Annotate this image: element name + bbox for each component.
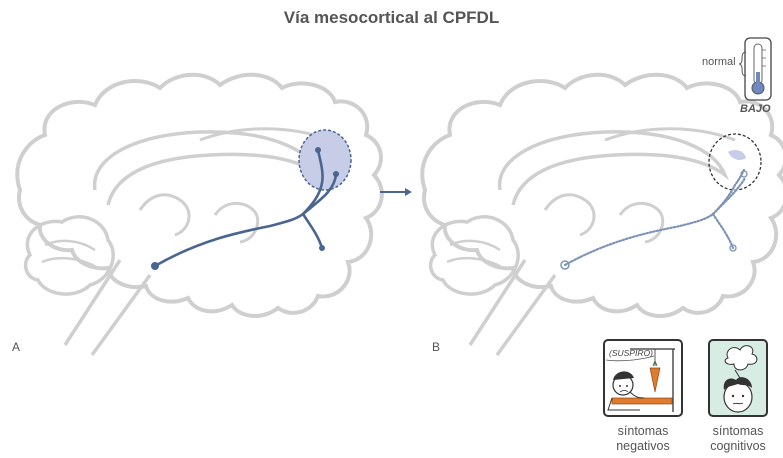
panel-b-label: B [432,340,441,354]
thermometer-level-label: BAJO [740,103,771,115]
confused-thought-icon [724,345,758,371]
terminal-a2 [333,171,339,177]
negative-symptoms-line2: negativos [616,439,670,453]
carrot-icon [649,367,661,393]
terminal-a3 [319,245,325,251]
terminal-b2 [729,244,737,252]
cognitive-symptoms-caption: síntomas cognitivos [700,424,776,454]
mesocortical-pathway-b [563,168,747,267]
thermometer-icon [738,37,772,101]
negative-symptoms-caption: síntomas negativos [604,424,682,454]
dlpfc-residual-b [728,150,746,160]
cognitive-symptoms-line2: cognitivos [710,439,766,453]
panel-a-label: A [12,340,21,354]
cognitive-symptoms-line1: síntomas [712,424,764,438]
brain-outline-a [15,72,384,357]
suspiro-bubble: (SUSPIRO) [609,348,653,358]
terminal-a1 [315,147,321,153]
mesocortical-pathway-a [153,148,338,268]
cognitive-symptoms-card [708,339,768,417]
vta-cell-b [560,260,570,270]
negative-symptoms-card: (SUSPIRO) [603,339,683,417]
diagram-title: Vía mesocortical al CPFDL [283,8,500,27]
terminal-b1 [740,170,748,178]
brain-outline-b [420,72,783,357]
dlpfc-region-a [298,129,352,191]
negative-symptoms-line1: síntomas [617,424,669,438]
thermometer-normal-label: normal [702,56,736,68]
vta-cell-a [151,262,159,270]
transition-arrow [380,188,412,196]
